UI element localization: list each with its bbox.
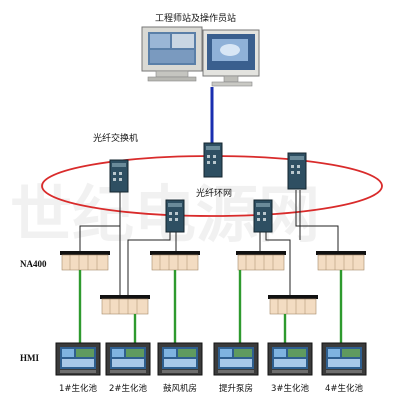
- hmi-panel: [105, 342, 151, 376]
- switch-b: [203, 142, 223, 178]
- copper-links: [79, 190, 339, 296]
- na400-label: NA400: [20, 259, 47, 269]
- hmi-station-label: 提升泵房: [219, 383, 253, 394]
- hmi-row: 1#生化池 2#生化池 鼓风机房 提升泵房 3#生化池 4#生化池: [55, 342, 367, 394]
- na400-unit: [268, 295, 318, 315]
- hmi-panel: [213, 342, 259, 376]
- workstation: 工程师站及操作员站: [141, 12, 260, 87]
- fieldbus-links: [78, 270, 343, 343]
- hmi-panel: [321, 342, 367, 376]
- na400-unit: [236, 251, 286, 271]
- workstation-label: 工程师站及操作员站: [155, 12, 236, 24]
- switch-label: 光纤交换机: [93, 132, 138, 144]
- hmi-panel: [157, 342, 203, 376]
- hmi-station-label: 4#生化池: [325, 383, 364, 394]
- na400-unit: [150, 251, 200, 271]
- switch-a: [109, 159, 129, 193]
- switch-e: [287, 152, 307, 190]
- ring-label: 光纤环网: [196, 187, 232, 199]
- na400-unit: [316, 251, 366, 271]
- hmi-station-label: 鼓风机房: [163, 383, 197, 394]
- monitor-right: [202, 29, 260, 87]
- hmi-panel: [55, 342, 101, 376]
- switch-d: [253, 199, 273, 233]
- switch-c: [165, 199, 185, 233]
- na400-unit: [100, 295, 150, 315]
- hmi-station-label: 3#生化池: [271, 383, 310, 394]
- hmi-station-label: 2#生化池: [109, 383, 148, 394]
- hmi-station-label: 1#生化池: [59, 383, 98, 394]
- monitor-left: [141, 26, 203, 82]
- hmi-label: HMI: [20, 353, 39, 363]
- hmi-panel: [267, 342, 313, 376]
- na400-unit: [60, 251, 110, 271]
